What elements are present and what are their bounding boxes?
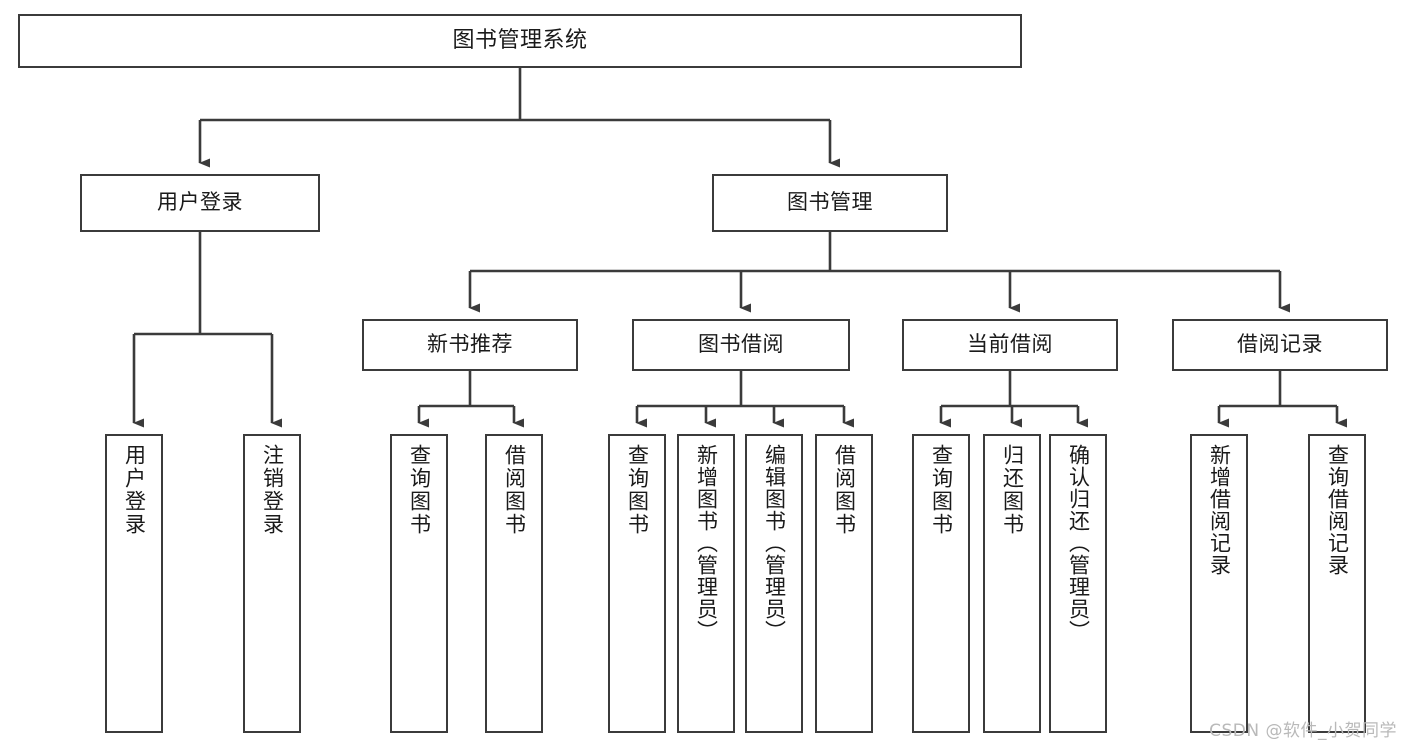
node-label: 借阅记录 xyxy=(1237,332,1323,357)
node-label: 图书管理系统 xyxy=(452,27,588,53)
node-label: 用户登录 xyxy=(157,190,243,215)
node-current-borrow[interactable]: 当前借阅 xyxy=(902,319,1118,371)
node-leaf-add-borrow-record[interactable]: 新增借阅记录 xyxy=(1190,434,1248,733)
node-leaf-borrow-book-rec[interactable]: 借阅图书 xyxy=(485,434,543,733)
node-book-borrow[interactable]: 图书借阅 xyxy=(632,319,850,371)
node-user-login[interactable]: 用户登录 xyxy=(80,174,320,232)
node-leaf-borrow-book-bor[interactable]: 借阅图书 xyxy=(815,434,873,733)
node-label: 借阅图书 xyxy=(502,444,527,536)
node-leaf-add-book-admin[interactable]: 新增图书（管理员） xyxy=(677,434,735,733)
node-new-book-recommend[interactable]: 新书推荐 xyxy=(362,319,578,371)
node-book-manage[interactable]: 图书管理 xyxy=(712,174,948,232)
node-label: 查询图书 xyxy=(407,444,432,536)
node-label: 新增图书（管理员） xyxy=(694,444,719,642)
node-label: 查询图书 xyxy=(929,444,954,536)
node-label: 当前借阅 xyxy=(967,332,1053,357)
node-leaf-query-book-rec[interactable]: 查询图书 xyxy=(390,434,448,733)
node-label: 归还图书 xyxy=(1000,444,1025,536)
node-leaf-edit-book-admin[interactable]: 编辑图书（管理员） xyxy=(745,434,803,733)
node-leaf-query-borrow-record[interactable]: 查询借阅记录 xyxy=(1308,434,1366,733)
node-label: 新增借阅记录 xyxy=(1207,444,1232,576)
node-label: 注销登录 xyxy=(260,444,285,536)
node-leaf-query-book-cur[interactable]: 查询图书 xyxy=(912,434,970,733)
node-label: 新书推荐 xyxy=(427,332,513,357)
node-label: 借阅图书 xyxy=(832,444,857,536)
node-root-图书管理系统[interactable]: 图书管理系统 xyxy=(18,14,1022,68)
node-label: 编辑图书（管理员） xyxy=(762,444,787,642)
node-label: 确认归还（管理员） xyxy=(1066,444,1091,642)
node-borrow-record[interactable]: 借阅记录 xyxy=(1172,319,1388,371)
node-label: 图书管理 xyxy=(787,190,873,215)
node-label: 查询图书 xyxy=(625,444,650,536)
node-label: 图书借阅 xyxy=(698,332,784,357)
node-leaf-logout-login[interactable]: 注销登录 xyxy=(243,434,301,733)
node-leaf-query-book-bor[interactable]: 查询图书 xyxy=(608,434,666,733)
node-label: 用户登录 xyxy=(122,444,147,536)
watermark-label: CSDN @软件_小贺同学 xyxy=(1209,721,1397,741)
node-label: 查询借阅记录 xyxy=(1325,444,1350,576)
node-leaf-user-login[interactable]: 用户登录 xyxy=(105,434,163,733)
node-leaf-confirm-return-admin[interactable]: 确认归还（管理员） xyxy=(1049,434,1107,733)
node-leaf-return-book[interactable]: 归还图书 xyxy=(983,434,1041,733)
